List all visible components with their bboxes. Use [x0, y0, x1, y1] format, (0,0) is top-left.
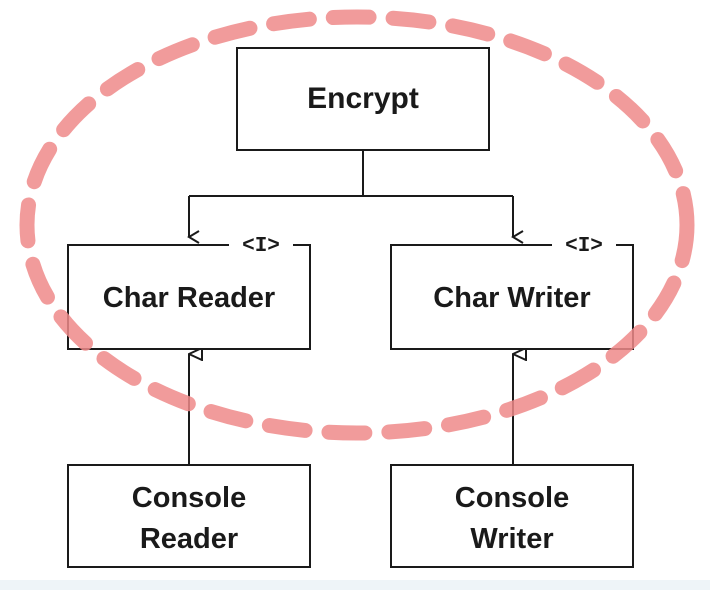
console-reader-label-line2: Reader [140, 523, 238, 555]
char-writer-stereotype-bg [552, 233, 616, 255]
char-reader-box-rect [67, 244, 311, 350]
console-reader-box-rect [67, 464, 311, 568]
encrypt-box-rect [236, 47, 490, 151]
highlight-dashed-ellipse [19, 9, 695, 441]
char-writer-box-rect [390, 244, 634, 350]
console-writer-label-line2: Writer [470, 523, 553, 555]
char-reader-interface-marker: <I> [242, 235, 280, 258]
association-edges [187, 150, 524, 244]
char-writer-interface-box: <I> Char Writer [390, 233, 634, 350]
console-writer-label-line1: Console [455, 482, 569, 514]
char-writer-label: Char Writer [433, 282, 590, 314]
char-reader-label: Char Reader [103, 282, 275, 314]
encrypt-class-box: Encrypt [236, 47, 490, 151]
console-reader-label-line1: Console [132, 482, 246, 514]
console-reader-class-box: Console Reader [67, 464, 311, 568]
char-reader-stereotype-bg [229, 233, 293, 255]
char-reader-interface-box: <I> Char Reader [67, 233, 311, 350]
encrypt-label: Encrypt [307, 82, 419, 115]
console-writer-class-box: Console Writer [390, 464, 634, 568]
console-writer-box-rect [390, 464, 634, 568]
bottom-strip [0, 580, 710, 590]
implements-edges [188, 354, 513, 465]
char-writer-interface-marker: <I> [565, 235, 603, 258]
